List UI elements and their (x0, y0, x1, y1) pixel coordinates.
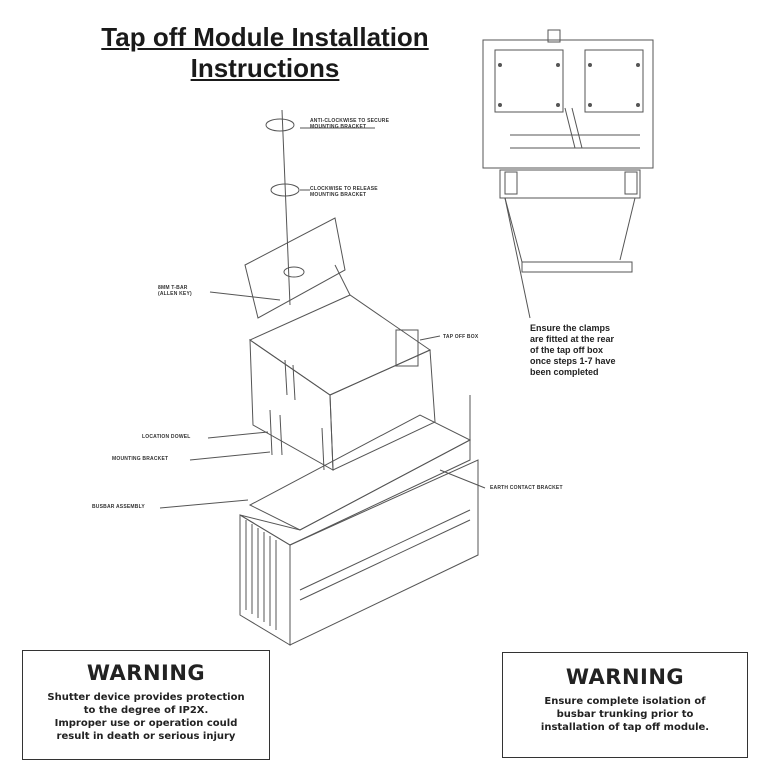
title-line-1: Tap off Module Installation (101, 22, 429, 52)
tap-off-box-lid (244, 217, 346, 319)
warning-line: Shutter device provides protection (47, 692, 245, 703)
anticlockwise-arrow-icon (265, 118, 295, 132)
label-tbar: 8MM T-BAR (ALLEN KEY) (158, 285, 192, 297)
warning-line: Improper use or operation could (54, 718, 238, 729)
warning-line: busbar trunking prior to (556, 709, 694, 720)
clamp-note-line1: Ensure the clamps (530, 323, 611, 333)
clamp-note-line3: of the tap off box (530, 345, 603, 355)
warning-line: installation of tap off module. (540, 722, 710, 733)
label-earth-contact-bracket: EARTH CONTACT BRACKET (490, 485, 563, 491)
label-busbar-assembly: BUSBAR ASSEMBLY (92, 504, 145, 510)
label-tbar-line2: (ALLEN KEY) (158, 291, 192, 297)
label-tap-off-box: TAP OFF BOX (443, 334, 479, 340)
warning-line: result in death or serious injury (56, 731, 236, 742)
warning-line: Ensure complete isolation of (544, 696, 706, 707)
label-location-dowel: LOCATION DOWEL (142, 434, 191, 440)
title-line-2: Instructions (190, 53, 340, 83)
warning-heading: WARNING (86, 661, 206, 685)
label-clockwise-line2: MOUNTING BRACKET (310, 192, 367, 198)
busbar-assembly (248, 414, 472, 531)
clamp-note-line4: once steps 1-7 have (530, 356, 616, 366)
tap-off-box-top-view (482, 39, 654, 169)
warning-box-shutter: WARNING Shutter device provides protecti… (22, 650, 270, 760)
label-clockwise-line1: CLOCKWISE TO RELEASE (310, 186, 378, 192)
clamp-note: Ensure the clamps are fitted at the rear… (530, 323, 650, 378)
warning-line: to the degree of IP2X. (83, 705, 209, 716)
warning-box-isolation: WARNING Ensure complete isolation of bus… (502, 652, 748, 758)
clamp-note-line2: are fitted at the rear (530, 334, 615, 344)
label-anticlockwise-line1: ANTI-CLOCKWISE TO SECURE (310, 118, 390, 124)
label-anticlockwise-line2: MOUNTING BRACKET (310, 124, 367, 130)
label-anticlockwise: ANTI-CLOCKWISE TO SECURE MOUNTING BRACKE… (310, 118, 389, 130)
label-tbar-line1: 8MM T-BAR (158, 285, 188, 291)
tap-off-box-body (248, 294, 432, 396)
page-title: Tap off Module Installation Instructions (60, 22, 470, 84)
label-mounting-bracket: MOUNTING BRACKET (112, 456, 169, 462)
clamp-note-line5: been completed (530, 367, 599, 377)
warning-heading: WARNING (565, 665, 685, 689)
label-clockwise: CLOCKWISE TO RELEASE MOUNTING BRACKET (310, 186, 378, 198)
